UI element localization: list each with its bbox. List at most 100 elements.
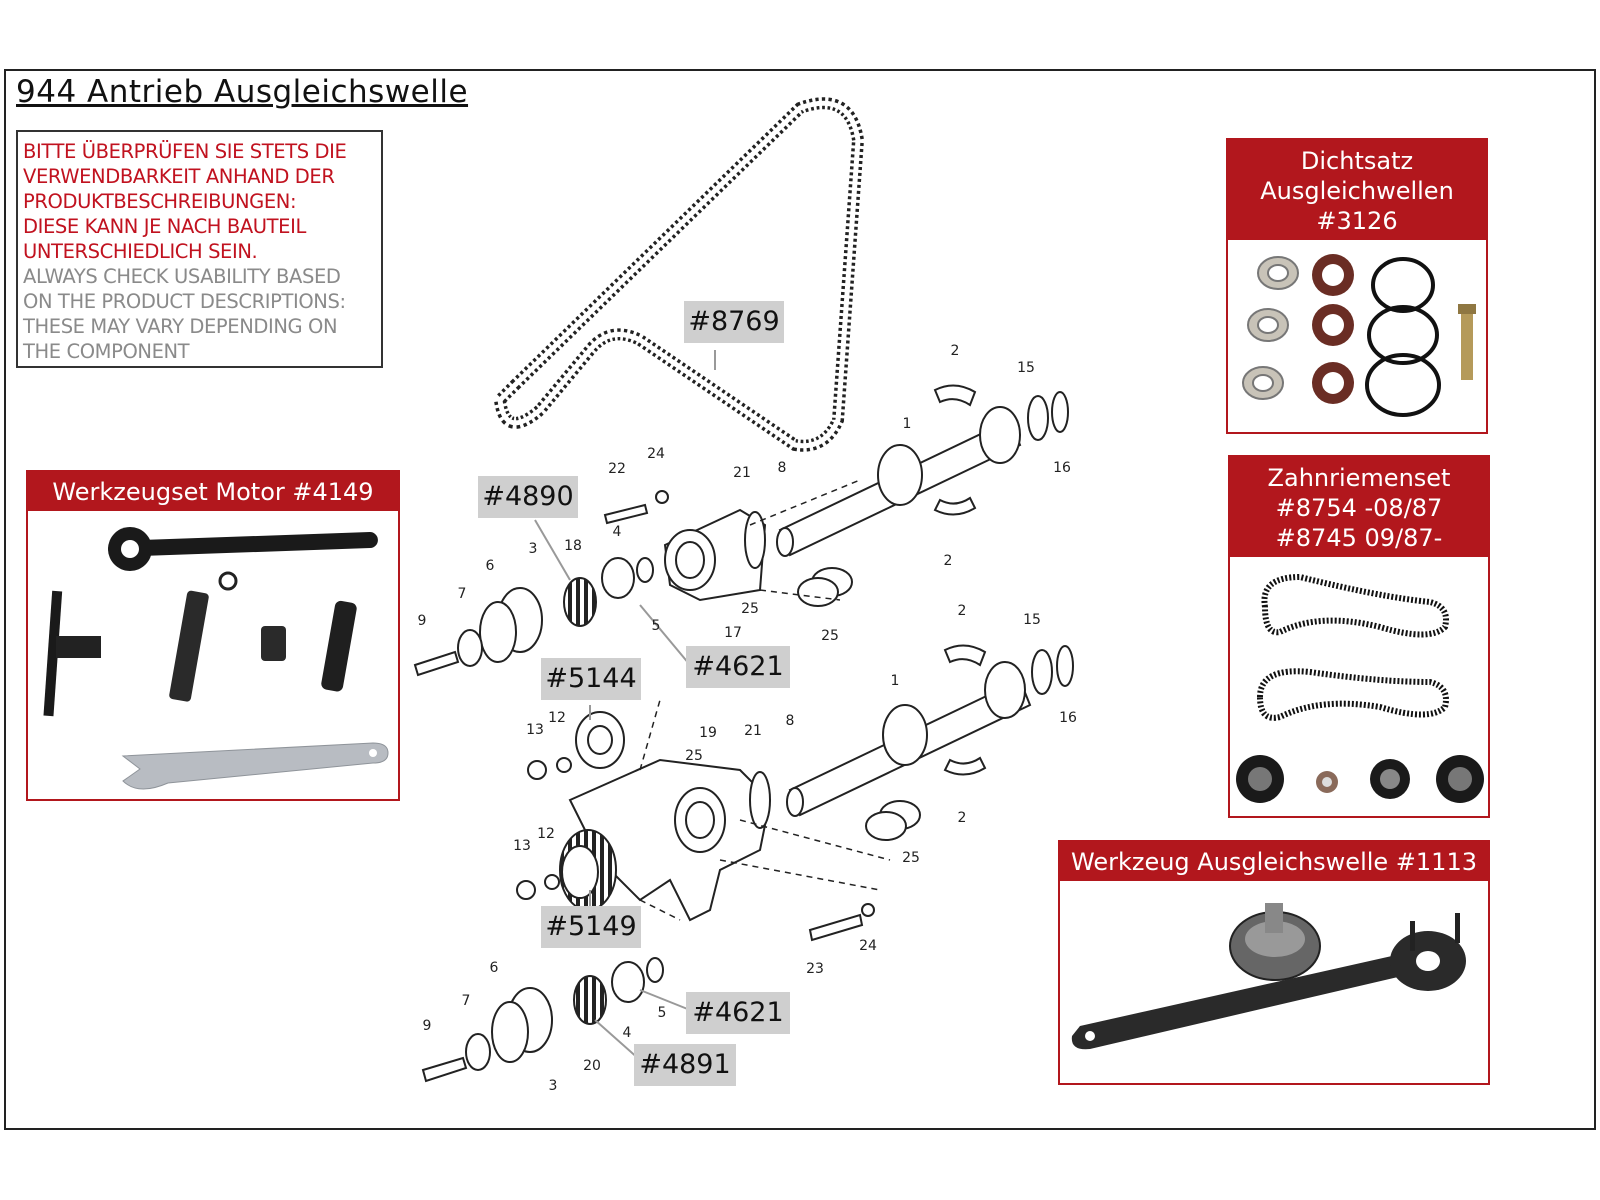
bolt-icon [1458,304,1476,380]
page-title: 944 Antrieb Ausgleichswelle [16,74,469,110]
part-label: 22 [608,461,626,477]
notice-en-line: THESE MAY VARY DEPENDING ON [23,315,338,338]
panel-seal-kit[interactable]: Dichtsatz Ausgleichwellen #3126 [1226,138,1488,434]
shaft-tool-illustration [1071,903,1466,1050]
timing-belt-icon [1256,573,1449,721]
part-label: 9 [418,613,427,629]
wrench-icon [1071,913,1466,1050]
part-label: 24 [859,938,877,954]
pin-tool-icon [169,571,238,702]
part-label: 6 [486,558,495,574]
panel-title-line: #8754 -08/87 [1275,494,1443,522]
part-label: 2 [951,343,960,359]
callout-8769[interactable]: #8769 [684,301,784,343]
part-label: 8 [786,713,795,729]
socket-icon [261,626,286,661]
part-label: 19 [699,725,717,741]
seal-kit-illustration [1242,254,1476,417]
part-label: 3 [549,1078,558,1094]
panel-title-line: Dichtsatz [1300,147,1414,175]
notice-de-line: UNTERSCHIEDLICH SEIN. [23,240,258,263]
part-label: 4 [623,1025,632,1041]
panel-title: Werkzeugset Motor #4149 [28,472,398,511]
usability-notice: BITTE ÜBERPRÜFEN SIE STETS DIE VERWENDBA… [16,130,383,368]
middle-shaft-assembly [516,644,1074,942]
part-label: 24 [647,446,665,462]
notice-de-line: BITTE ÜBERPRÜFEN SIE STETS DIE [23,140,347,163]
part-label: 6 [490,960,499,976]
part-label: 4 [613,524,622,540]
part-label: 21 [733,465,751,481]
part-label: 16 [1059,710,1077,726]
part-label: 2 [958,810,967,826]
notice-de-line: PRODUKTBESCHREIBUNGEN: [23,190,297,213]
panel-title-line: Zahnriemenset [1267,464,1451,492]
part-label: 5 [658,1005,667,1021]
drift-icon [321,600,357,692]
part-label: 13 [526,722,544,738]
lower-pulley-assembly [421,957,664,1083]
part-label: 3 [529,541,538,557]
notice-de-line: DIESE KANN JE NACH BAUTEIL [23,215,306,238]
part-label: 25 [821,628,839,644]
panel-title: Dichtsatz Ausgleichwellen #3126 [1228,140,1486,240]
part-label: 16 [1053,460,1071,476]
part-label: 7 [462,993,471,1009]
callout-5149[interactable]: #5149 [541,906,641,948]
part-label: 20 [583,1058,601,1074]
panel-tool-shaft[interactable]: Werkzeug Ausgleichswelle #1113 [1058,840,1490,1085]
part-label: 25 [685,748,703,764]
callout-4891[interactable]: #4891 [634,1044,736,1086]
part-label: 2 [944,553,953,569]
leader-lines [639,479,891,921]
part-label: 12 [537,826,555,842]
part-label: 17 [724,625,742,641]
wrench-icon [108,527,378,571]
oil-seal-icon [1312,254,1354,404]
part-label: 7 [458,586,467,602]
bearing-ring-icon [1242,256,1299,400]
notice-en-line: THE COMPONENT [23,340,190,363]
part-label: 12 [548,710,566,726]
panel-tools-motor[interactable]: Werkzeugset Motor #4149 [26,470,400,801]
notice-en-line: ALWAYS CHECK USABILITY BASED [23,265,341,288]
part-number-labels: 2 15 1 16 2 22 24 21 8 6 3 18 4 7 9 5 25… [418,343,1077,1094]
tool-set-illustration [43,527,389,790]
callout-4621-upper[interactable]: #4621 [686,646,790,688]
callout-4621-lower[interactable]: #4621 [686,992,790,1034]
part-label: 8 [778,460,787,476]
holding-plate-icon [43,590,101,717]
pulley-icon [1236,755,1484,803]
o-ring-icon [1365,257,1441,417]
panel-title: Werkzeug Ausgleichswelle #1113 [1060,842,1488,881]
callout-4890[interactable]: #4890 [478,476,578,518]
timing-belt-drawing [493,97,865,452]
part-label: 23 [806,961,824,977]
panel-title-line: #8745 09/87- [1275,524,1443,552]
diagram-frame [4,69,1596,1130]
part-label: 15 [1023,612,1041,628]
panel-title: Zahnriemenset #8754 -08/87 #8745 09/87- [1230,457,1488,557]
part-label: 1 [891,673,900,689]
sprocket-icon [1229,903,1321,981]
part-label: 25 [741,601,759,617]
part-label: 25 [902,850,920,866]
part-label: 21 [744,723,762,739]
part-label: 13 [513,838,531,854]
panel-belt-kit[interactable]: Zahnriemenset #8754 -08/87 #8745 09/87- [1228,455,1490,818]
part-label: 9 [423,1018,432,1034]
part-label: 2 [958,603,967,619]
notice-de-line: VERWENDBARKEIT ANHAND DER [23,165,335,188]
part-label: 15 [1017,360,1035,376]
belt-kit-illustration [1236,573,1484,803]
part-label: 5 [652,618,661,634]
panel-title-line: #3126 [1316,207,1398,235]
spanner-icon [121,742,389,790]
part-label: 18 [564,538,582,554]
panel-title-line: Ausgleichwellen [1260,177,1454,205]
notice-en-line: ON THE PRODUCT DESCRIPTIONS: [23,290,346,313]
callout-5144[interactable]: #5144 [541,658,641,700]
callout-pointers [534,350,716,1061]
part-label: 1 [903,416,912,432]
